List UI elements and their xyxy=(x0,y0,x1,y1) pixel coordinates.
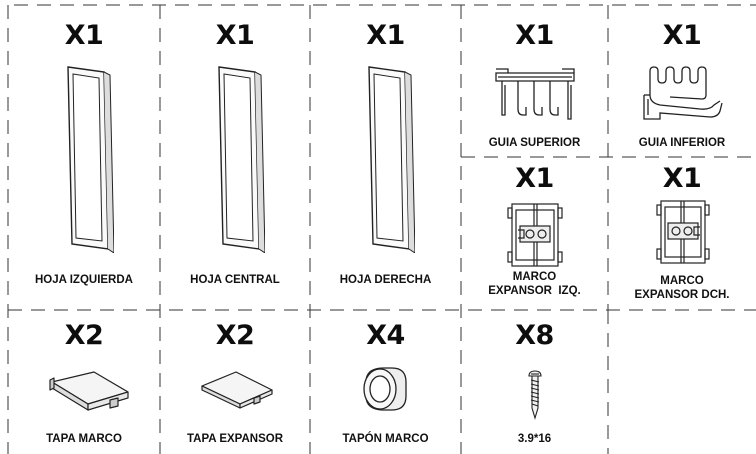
item-label: TAPA EXPANSOR xyxy=(186,433,284,445)
item-label: HOJA DERECHA xyxy=(339,274,432,286)
item-marco-expansor-izq: X1 MARCO EXPANSOR IZQ. xyxy=(461,157,608,310)
expander-cap-icon xyxy=(201,371,273,409)
item-hoja-izquierda: X1 HOJA IZQUIERDA xyxy=(8,5,160,310)
quantity: X8 xyxy=(515,320,554,351)
expander-frame-left-icon xyxy=(507,203,563,267)
item-label-line1: MARCO xyxy=(512,271,557,283)
item-hoja-central: X1 HOJA CENTRAL xyxy=(160,5,310,310)
item-label-line2: EXPANSOR DCH. xyxy=(634,289,730,301)
quantity: X1 xyxy=(366,20,405,51)
quantity: X1 xyxy=(662,20,702,51)
quantity: X2 xyxy=(64,320,104,351)
item-label-line1: MARCO xyxy=(660,275,704,287)
quantity: X2 xyxy=(215,320,255,351)
quantity: X1 xyxy=(515,163,554,194)
quantity: X1 xyxy=(215,20,255,51)
item-guia-inferior: X1 GUIA INFERIOR xyxy=(608,5,756,157)
item-tapa-expansor: X2 TAPA EXPANSOR xyxy=(160,310,310,454)
quantity: X4 xyxy=(366,320,405,351)
top-rail-profile-icon xyxy=(495,68,575,120)
item-tapa-marco: X2 TAPA MARCO xyxy=(8,310,160,454)
plug-icon xyxy=(363,367,407,411)
item-label-line2: EXPANSOR IZQ. xyxy=(488,285,581,297)
item-tapon-marco: X4 TAPÓN MARCO xyxy=(310,310,461,454)
item-marco-expansor-dch: X1 MARCO EXPANSOR DCH. xyxy=(608,157,756,310)
item-label: TAPA MARCO xyxy=(46,433,122,445)
bottom-rail-profile-icon xyxy=(643,66,723,120)
quantity: X1 xyxy=(515,20,554,51)
screw-icon xyxy=(528,370,542,420)
frame-cap-icon xyxy=(49,371,129,411)
door-panel-icon xyxy=(218,66,265,253)
door-panel-icon xyxy=(67,66,114,253)
item-label: 3.9*16 xyxy=(517,433,552,445)
item-label: TAPÓN MARCO xyxy=(342,433,429,445)
expander-frame-right-icon xyxy=(656,200,710,264)
item-label: GUIA INFERIOR xyxy=(638,137,726,149)
item-guia-superior: X1 GUIA SUPERIOR xyxy=(461,5,608,157)
item-label: HOJA CENTRAL xyxy=(190,274,280,286)
quantity: X1 xyxy=(64,20,104,51)
item-tornillo: X8 3.9*16 xyxy=(461,310,608,454)
door-panel-icon xyxy=(368,66,415,253)
quantity: X1 xyxy=(662,163,702,194)
item-hoja-derecha: X1 HOJA DERECHA xyxy=(310,5,461,310)
item-label: HOJA IZQUIERDA xyxy=(35,274,133,286)
item-label: GUIA SUPERIOR xyxy=(488,137,581,149)
